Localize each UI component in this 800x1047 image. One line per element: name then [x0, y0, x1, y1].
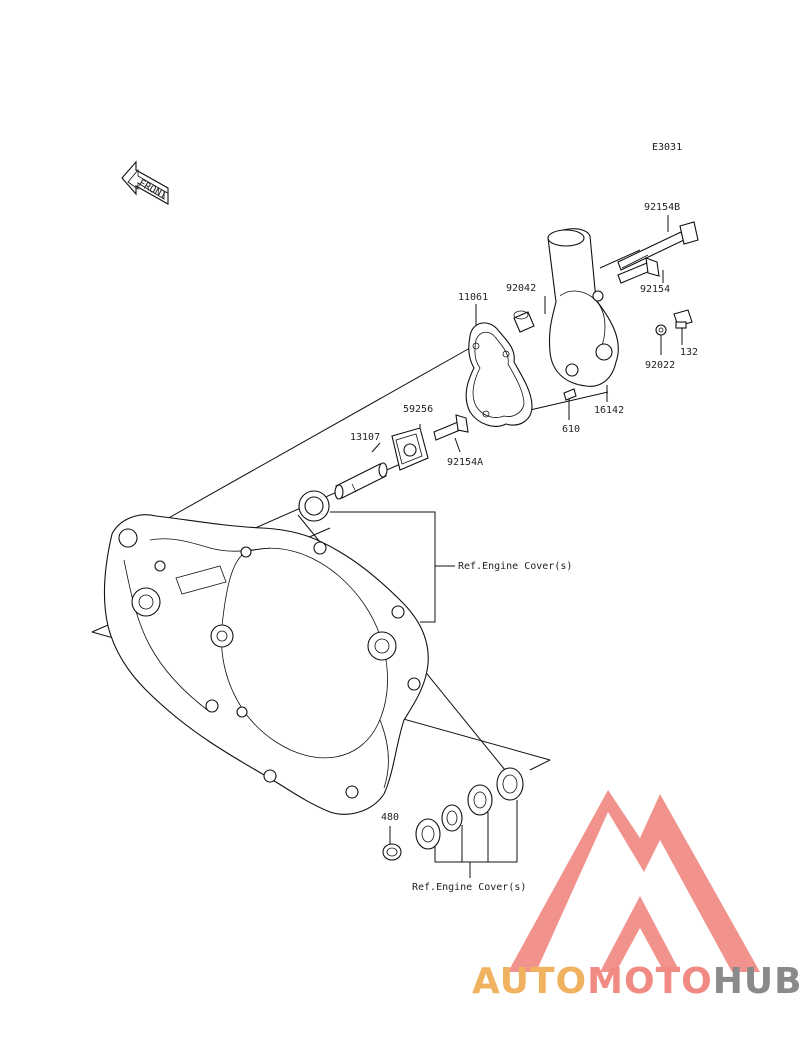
oil-seal-lower-4: [496, 767, 524, 801]
gasket-11061: [465, 322, 533, 427]
bolt-92154B: [617, 221, 699, 271]
ref-engine-cover-lower: Ref.Engine Cover(s): [412, 882, 526, 893]
automotohub-logo-text: AUTOMOTOHUB: [472, 960, 800, 1004]
label-11061: 11061: [458, 292, 488, 303]
shaft-13107: [334, 462, 388, 500]
label-92154B: 92154B: [644, 202, 680, 213]
diagram-code: E3031: [652, 142, 682, 153]
automotohub-logo-mark: [508, 790, 760, 972]
label-610: 610: [562, 424, 580, 435]
drain-bolt-132: [673, 309, 693, 329]
label-13107: 13107: [350, 432, 380, 443]
water-pump-cover-16142: [547, 228, 619, 387]
bolt-92154: [617, 257, 660, 284]
label-132: 132: [680, 347, 698, 358]
label-16142: 16142: [594, 405, 624, 416]
logo-auto: AUTO: [472, 961, 588, 1002]
logo-moto: MOTO: [587, 961, 713, 1002]
bearing-lower-3: [467, 784, 493, 816]
label-92042: 92042: [506, 283, 536, 294]
circlip-480: [382, 843, 402, 861]
label-92154: 92154: [640, 284, 670, 295]
oil-seal-upper: [298, 490, 330, 522]
label-92022: 92022: [645, 360, 675, 371]
washer-92022: [655, 324, 667, 336]
collar-92042: [513, 310, 535, 333]
label-92154A: 92154A: [447, 457, 483, 468]
impeller-59256: [391, 427, 429, 471]
ref-engine-cover-upper: Ref.Engine Cover(s): [458, 561, 572, 572]
bearing-lower-1: [415, 818, 441, 850]
collar-lower-2: [441, 804, 463, 832]
front-arrow-icon: FRONT: [121, 160, 169, 205]
logo-hub: HUB: [712, 961, 800, 1002]
bolt-92154A: [433, 414, 469, 441]
label-59256: 59256: [403, 404, 433, 415]
engine-cover-outline: [103, 514, 429, 815]
dowel-pin-610: [563, 388, 577, 401]
label-480: 480: [381, 812, 399, 823]
